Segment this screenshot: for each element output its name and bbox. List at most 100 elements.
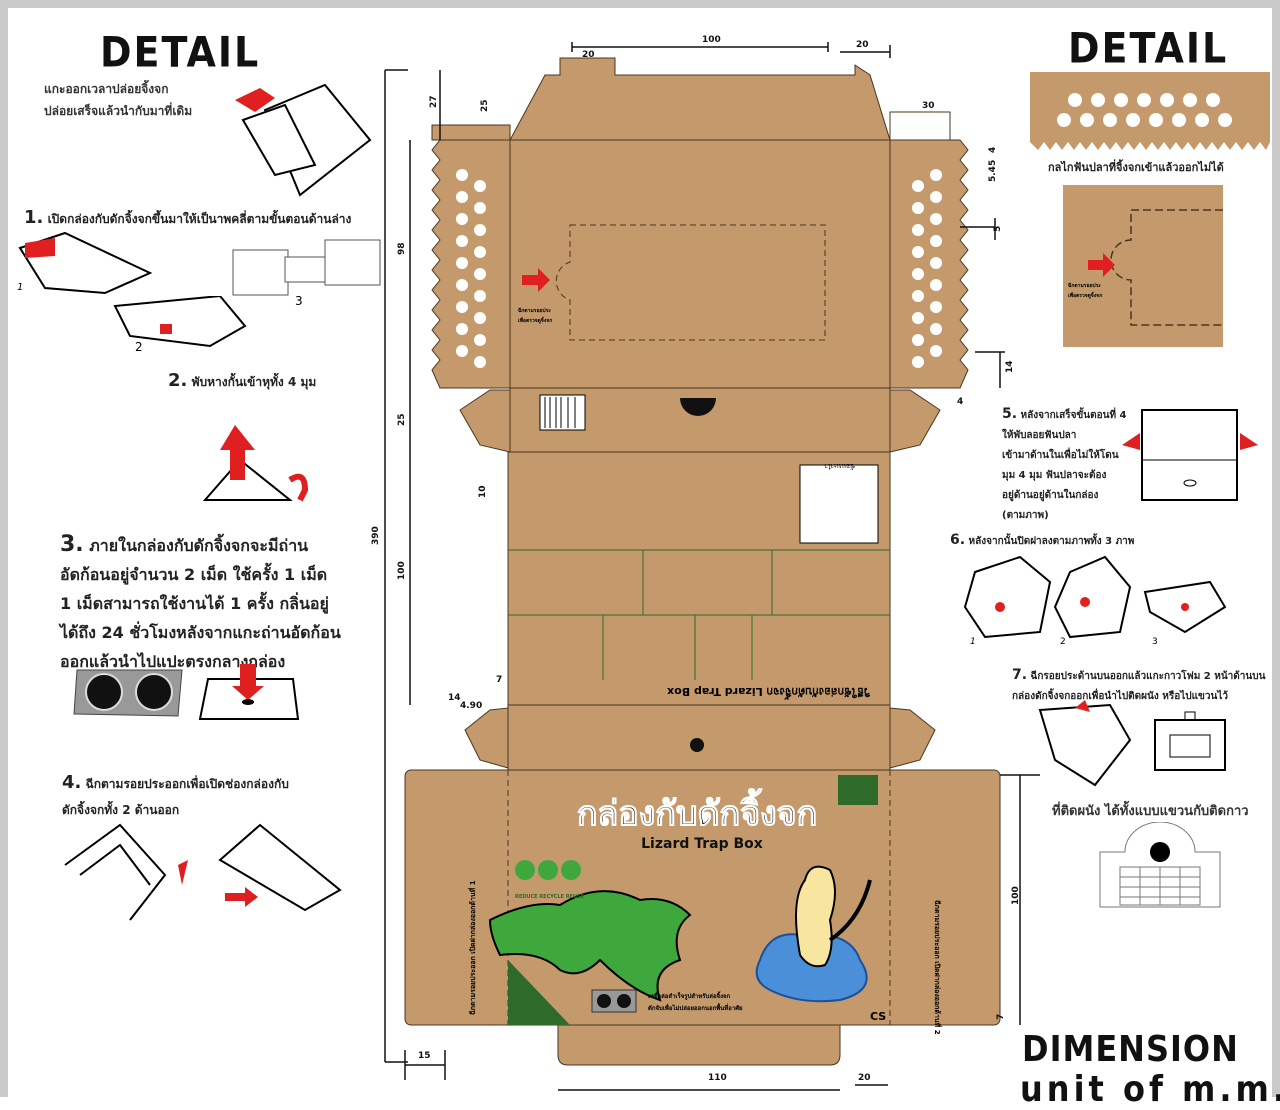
step-3-line: ได้ถึง 24 ชั่วโมงหลังจากแกะถ่านอัดก้อน [60, 623, 341, 642]
step-3-text: 3. ภายในกล่องกับดักจิ้งจกจะมีถ่าน อัดก้อ… [60, 530, 341, 676]
usage-title: วิธีใช้กล่องกับดักจิ้งจก Lizard Trap Box [667, 685, 871, 700]
dim-top-width: 100 [702, 35, 721, 45]
left-teeth-flap [431, 139, 511, 389]
vent-hole [1218, 113, 1232, 127]
dim-lid-25: 25 [480, 99, 490, 112]
vent-hole [930, 257, 942, 269]
right-teeth-flap [889, 139, 969, 389]
fig-label: 2 [1060, 637, 1066, 647]
step-3-line: 1 เม็ดสามารถใช้งานได้ 1 ครั้ง กลิ่นอยู่ [60, 594, 329, 613]
vent-hole [930, 191, 942, 203]
tear-label-line: เพื่อตรวจดูจิ้งจก [1068, 290, 1102, 300]
dim-tab-10: 10 [478, 485, 488, 498]
release-note: แกะออกเวลาปล่อยจิ้งจก ปล่อยเสร็จแล้วนำกั… [44, 78, 192, 122]
step-5-line: ให้พับลอยฟันปลา [1002, 430, 1077, 441]
back-panel [509, 139, 891, 389]
vent-hole [1080, 113, 1094, 127]
dim-flap-490: 4.90 [460, 701, 482, 711]
dim-gap-7: 7 [496, 675, 502, 685]
teeth-caption: กลไกฟันปลาที่จิ้งจกเข้าแล้วออกไม่ได้ [1048, 161, 1224, 174]
step-5-line: เข้ามาด้านในเพื่อไม่ให้โดน [1002, 450, 1119, 461]
dim-tuck-25: 25 [397, 413, 407, 426]
step-4-line: ดักจิ้งจกทั้ง 2 ด้านออก [62, 803, 180, 817]
unit-label: unit of m.m. [1020, 1068, 1280, 1110]
instruction-photo [799, 464, 879, 544]
step-3-line: อัดก้อนอยู่จำนวน 2 เม็ด ใช้ครั้ง 1 เม็ด [60, 565, 328, 584]
vent-hole [456, 257, 468, 269]
release-note-line: แกะออกเวลาปล่อยจิ้งจก [44, 82, 169, 96]
step-7-figures [1038, 700, 1226, 787]
dim-flap-14: 14 [1005, 360, 1015, 373]
dim-right-30: 30 [922, 101, 935, 111]
vent-hole [1068, 93, 1082, 107]
release-note-line: ปล่อยเสร็จแล้วนำกับมาที่เดิม [44, 104, 193, 118]
step-1-text: 1. เปิดกล่องกับดักจิ้งจกขึ้นมาให้เป็นาพค… [24, 207, 352, 228]
green-badge [838, 775, 878, 805]
vent-hole [1183, 93, 1197, 107]
step-7-text: 7. ฉีกรอยประด้านบนออกแล้วแกะกาวโฟม 2 หน้… [1012, 665, 1265, 707]
vent-hole [1206, 93, 1220, 107]
wall-caption: ที่ติดผนัง ได้ทั้งแบบแขวนกับติดกาว [1052, 804, 1249, 819]
fig-label: 1 [970, 637, 976, 647]
tear-label-line: ฉีกตามรอยประ [518, 307, 551, 314]
dim-total-390: 390 [371, 526, 381, 545]
charcoal-tablets-figure [73, 669, 183, 717]
vent-hole [1114, 93, 1128, 107]
wall-mount-figure [1099, 822, 1221, 908]
vent-hole [912, 312, 924, 324]
vent-hole [1091, 93, 1105, 107]
vent-hole [912, 246, 924, 258]
teeth-detail-figure [1030, 72, 1270, 150]
vent-hole [456, 279, 468, 291]
vent-hole [912, 356, 924, 368]
vent-hole [912, 268, 924, 280]
lizard-illustration [755, 865, 872, 1003]
vent-hole [930, 323, 942, 335]
step-5-line: อยู่ด้านอยู่ด้านในกล่อง [1002, 490, 1099, 501]
step-1-figure-3: 3 [232, 239, 381, 308]
lower-flap-left [464, 707, 509, 769]
vent-hole [474, 312, 486, 324]
box-title-th: กล่องกับดักจิ้งจก [577, 788, 817, 834]
vent-hole [912, 334, 924, 346]
dim-hole-5: 5 [993, 226, 1003, 232]
fig-label: 1 [17, 282, 23, 293]
side-left-text: ฉีกตามรอยประออก เปิดฝากล่องออกด้านที่ 1 [467, 880, 477, 1015]
top-lid-flap [509, 57, 891, 141]
recycle-text: REDUCE RECYCLE REUSE [515, 894, 585, 900]
left-detail-heading: DETAIL [100, 27, 261, 77]
step-2-figure [202, 425, 309, 502]
vent-hole [456, 301, 468, 313]
vent-hole [474, 268, 486, 280]
step-6-figures: 1 2 3 [963, 555, 1227, 647]
vent-hole [1149, 113, 1163, 127]
bottom-tab [557, 1024, 841, 1066]
vent-hole [1137, 93, 1151, 107]
step-1-figure-1: 1 [17, 231, 153, 295]
step-5-line: (ตามภาพ) [1002, 510, 1049, 521]
side-right-text: ฉีกตามรอยประออก เปิดฝากล่องออกด้านที่ 2 [933, 899, 943, 1034]
dim-glue-15: 15 [418, 1051, 431, 1061]
tuck-flap-right [889, 389, 941, 453]
step-7-line: กล่องดักจิ้งจกออกเพื่อนำไปติดผนัง หรือไป… [1012, 691, 1228, 702]
dim-top-left-tab: 20 [582, 50, 595, 60]
fig-label: 2 [135, 340, 143, 354]
lower-flap-right [889, 707, 936, 769]
tuck-flap-left [459, 389, 511, 453]
vent-hole [456, 213, 468, 225]
vent-hole [1160, 93, 1174, 107]
cs-logo: CS [870, 1010, 886, 1023]
vent-hole [474, 180, 486, 192]
tear-label-line: ฉีกตามรอยประ [1068, 282, 1101, 289]
vent-hole [912, 290, 924, 302]
vent-hole [1195, 113, 1209, 127]
vent-hole [1126, 113, 1140, 127]
vent-hole [474, 224, 486, 236]
lower-hole [690, 738, 704, 752]
recycle-logo [515, 860, 581, 880]
lower-tuck-panel [507, 704, 891, 771]
vent-hole [474, 246, 486, 258]
vent-hole [474, 202, 486, 214]
vent-hole [930, 279, 942, 291]
